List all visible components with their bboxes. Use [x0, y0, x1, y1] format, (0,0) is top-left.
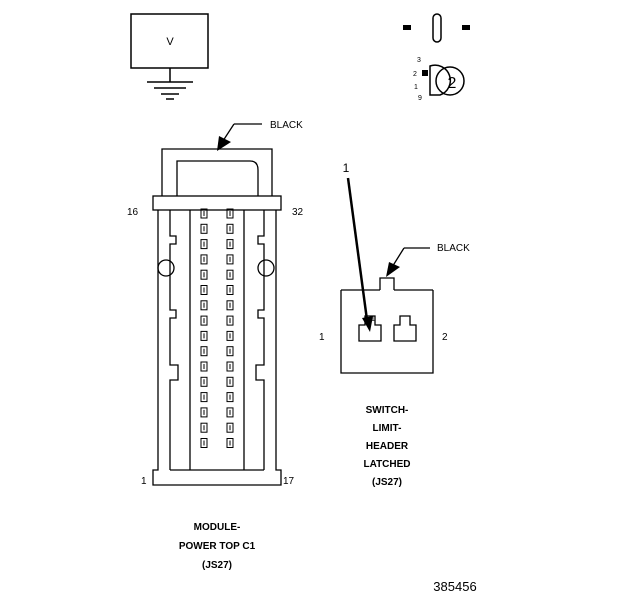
switch-pos-9: 9	[418, 95, 422, 102]
ground-icon	[147, 81, 193, 100]
terminal-slot	[200, 346, 208, 357]
switch-connector	[340, 277, 434, 374]
switch-color-arrow	[386, 247, 430, 277]
module-color-label: BLACK	[270, 120, 303, 131]
terminal-slot	[226, 376, 234, 387]
terminal-slot	[200, 361, 208, 372]
terminal-slot	[200, 438, 208, 448]
terminal-slot	[200, 376, 208, 387]
module-pin-1-label: 1	[141, 476, 147, 487]
switch-caption-line5: (JS27)	[372, 477, 402, 488]
switch-cavity-label: 1	[371, 316, 375, 323]
terminal-slot	[226, 300, 234, 311]
terminal-slot	[200, 254, 208, 265]
terminal-slot	[200, 330, 208, 341]
switch-caption-line4: LATCHED	[363, 459, 410, 470]
switch-pin-2-label: 2	[442, 332, 448, 343]
terminal-slot	[200, 285, 208, 295]
terminal-slot	[200, 422, 208, 433]
module-terminal-array	[200, 208, 234, 448]
terminal-slot	[226, 254, 234, 265]
right-lock-nub	[257, 259, 275, 277]
terminal-slot	[200, 407, 208, 418]
terminal-slot	[200, 315, 208, 326]
module-caption-line1: MODULE-	[194, 522, 241, 533]
module-connector	[152, 148, 282, 486]
module-caption-line3: (JS27)	[202, 560, 232, 571]
switch-pos-1: 1	[414, 84, 418, 91]
left-lock-nub	[157, 259, 175, 277]
module-pin-32-label: 32	[292, 207, 304, 218]
switch-color-label: BLACK	[437, 243, 470, 254]
terminal-slot	[200, 239, 208, 250]
terminal-slot	[226, 285, 234, 295]
terminal-slot	[200, 223, 208, 234]
terminal-slot	[200, 208, 208, 219]
terminal-slot	[226, 361, 234, 372]
terminal-slot	[226, 438, 234, 448]
voltmeter-label: V	[166, 36, 174, 48]
switch-pin-1-label: 1	[319, 332, 325, 343]
terminal-slot	[226, 223, 234, 234]
terminal-slot	[226, 346, 234, 357]
terminal-slot	[226, 407, 234, 418]
terminal-slot	[200, 392, 208, 403]
callout-1-arrow	[346, 177, 373, 332]
switch-pos-3: 3	[417, 57, 421, 64]
voltmeter-symbol	[130, 13, 209, 100]
module-caption-line2: POWER TOP C1	[179, 541, 256, 552]
switch-caption-line1: SWITCH-	[366, 405, 409, 416]
terminal-slot	[226, 330, 234, 341]
terminal-slot	[200, 269, 208, 280]
terminal-slot	[226, 269, 234, 280]
switch-cavity-2	[393, 315, 417, 342]
terminal-slot	[226, 392, 234, 403]
terminal-slot	[226, 315, 234, 326]
switch-selected-value: 2	[448, 75, 457, 92]
module-pin-17-label: 17	[283, 476, 295, 487]
terminal-slot	[226, 239, 234, 250]
switch-pos-2: 2	[413, 71, 417, 78]
module-pin-16-label: 16	[127, 207, 139, 218]
selector-switch-icon	[403, 13, 470, 96]
switch-caption-line2: LIMIT-	[373, 423, 402, 434]
switch-caption-line3: HEADER	[366, 441, 409, 452]
figure-number: 385456	[433, 579, 476, 594]
module-color-arrow	[217, 123, 262, 151]
callout-1-label: 1	[343, 161, 350, 175]
terminal-slot	[226, 422, 234, 433]
terminal-slot	[200, 300, 208, 311]
terminal-slot	[226, 208, 234, 219]
